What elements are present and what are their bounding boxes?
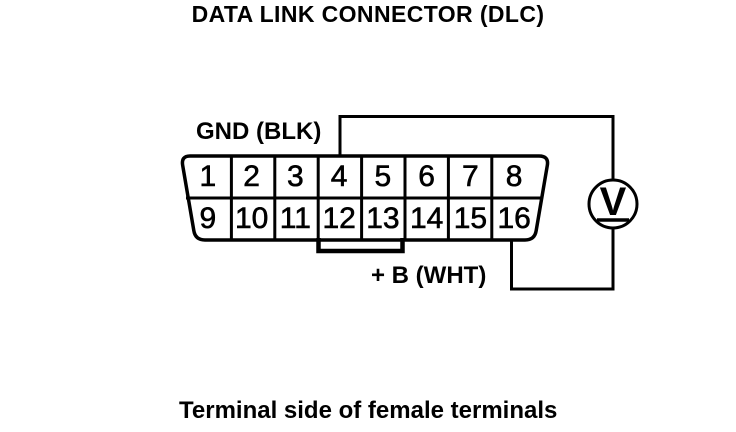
connector-key-tab [316, 238, 405, 254]
pin-1: 1 [199, 160, 217, 193]
pin-7: 7 [462, 160, 479, 193]
pin-2: 2 [243, 160, 260, 193]
voltmeter-icon: V [587, 178, 639, 230]
ground-wire-label: GND (BLK) [196, 118, 322, 145]
pin-12: 12 [322, 202, 356, 235]
pin-13: 13 [366, 202, 400, 235]
pin-8: 8 [505, 160, 523, 193]
pin-14: 14 [409, 202, 444, 235]
pin-15: 15 [453, 202, 488, 235]
battery-wire [510, 226, 615, 291]
diagram-caption: Terminal side of female terminals [179, 397, 558, 424]
pin-3: 3 [287, 160, 304, 193]
pin-10: 10 [234, 202, 269, 235]
pin-4: 4 [330, 160, 348, 193]
pin-grid-lines [186, 157, 543, 239]
pin-16: 16 [497, 202, 531, 235]
battery-wire-label: + B (WHT) [371, 262, 487, 289]
voltmeter-circle [587, 178, 639, 230]
pin-5: 5 [374, 160, 392, 193]
voltmeter-symbol: V [600, 180, 627, 224]
pin-6: 6 [418, 160, 435, 193]
pin-11: 11 [279, 202, 311, 235]
ground-wire [338, 115, 615, 182]
diagram-title: DATA LINK CONNECTOR (DLC) [191, 1, 545, 27]
pin-9: 9 [199, 202, 217, 235]
pin-grid: 1 2 3 4 5 6 7 8 9 10 11 12 13 14 15 16 [186, 156, 536, 240]
